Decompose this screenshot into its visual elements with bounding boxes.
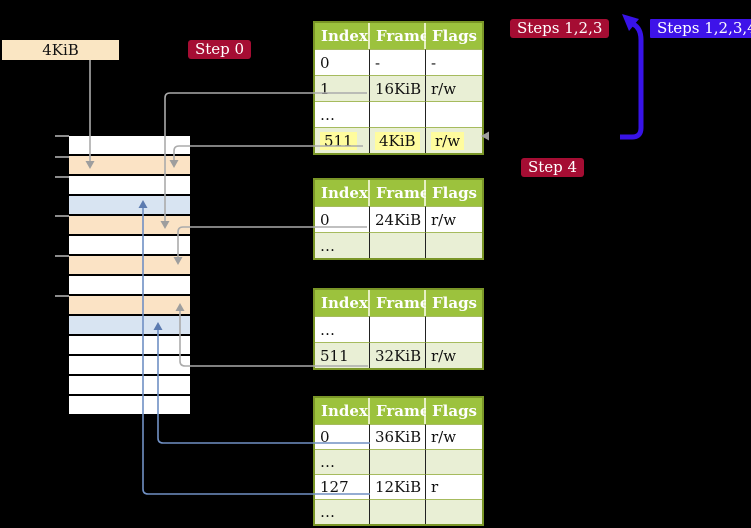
table-cell: 1 <box>315 75 370 101</box>
badge-steps-1-2-3-4: Steps 1,2,3,4 <box>650 19 751 38</box>
memory-row-4 <box>69 216 190 234</box>
memory-tick <box>55 215 69 217</box>
column-header: Flags <box>426 180 482 206</box>
memory-row-1 <box>69 156 190 174</box>
memory-row-11 <box>69 356 190 374</box>
table-cell: … <box>315 316 370 342</box>
memory-row-2 <box>69 176 190 194</box>
table-cell: 0 <box>315 49 370 75</box>
page-table-4-row-1: … <box>315 449 482 474</box>
memory-row-3 <box>69 196 190 214</box>
table-cell: … <box>315 101 370 127</box>
table-cell <box>370 499 426 524</box>
table-cell: - <box>426 49 482 75</box>
table-cell: 32KiB <box>370 342 426 368</box>
arrow-recursive-loop <box>620 21 644 140</box>
table-cell: r/w <box>426 206 482 232</box>
table-cell: … <box>315 232 370 258</box>
table-cell: 4KiB <box>370 127 426 153</box>
memory-tick <box>55 255 69 257</box>
table-cell: 36KiB <box>370 424 426 449</box>
memory-row-12 <box>69 376 190 394</box>
badge-step-0: Step 0 <box>188 40 252 59</box>
table-cell: r/w <box>426 424 482 449</box>
column-header: Frame <box>370 180 429 206</box>
column-header: Frame <box>370 290 429 316</box>
table-cell: 127 <box>315 474 370 499</box>
table-cell: 511 <box>315 127 370 153</box>
column-header: Index <box>315 290 370 316</box>
column-header: Flags <box>426 23 482 49</box>
column-header: Frame <box>370 398 429 424</box>
table-cell <box>370 449 426 474</box>
table-cell: 24KiB <box>370 206 426 232</box>
table-cell: - <box>370 49 426 75</box>
memory-row-6 <box>69 256 190 274</box>
page-table-2-row-1: … <box>315 232 482 258</box>
highlighted-value: 4KiB <box>375 131 420 150</box>
highlighted-value: r/w <box>431 131 465 150</box>
page-table-1-row-2: … <box>315 101 482 127</box>
table-cell: 0 <box>315 424 370 449</box>
memory-tick <box>55 156 69 158</box>
table-cell: 12KiB <box>370 474 426 499</box>
memory-row-8 <box>69 296 190 314</box>
table-cell <box>426 449 482 474</box>
table-cell <box>370 316 426 342</box>
column-header: Frame <box>370 23 429 49</box>
memory-row-9 <box>69 316 190 334</box>
page-table-3-row-0: … <box>315 316 482 342</box>
badge-step-4: Step 4 <box>521 158 585 177</box>
table-cell: r/w <box>426 127 482 153</box>
physical-memory-column <box>69 136 190 416</box>
memory-tick <box>55 135 69 137</box>
table-cell: r/w <box>426 342 482 368</box>
table-cell: 511 <box>315 342 370 368</box>
table-cell: … <box>315 449 370 474</box>
highlighted-value: 511 <box>320 131 357 150</box>
memory-tick <box>55 176 69 178</box>
page-table-1-row-3: 511 4KiB r/w <box>315 127 482 153</box>
table-cell: 16KiB <box>370 75 426 101</box>
table-cell <box>370 232 426 258</box>
page-table-4-row-3: … <box>315 499 482 524</box>
memory-row-0 <box>69 136 190 154</box>
table-cell <box>426 232 482 258</box>
column-header: Index <box>315 398 370 424</box>
page-table-1-row-0: 0-- <box>315 49 482 75</box>
memory-row-7 <box>69 276 190 294</box>
table-cell <box>370 101 426 127</box>
memory-row-13 <box>69 396 190 414</box>
column-header: Flags <box>426 290 482 316</box>
table-cell <box>426 499 482 524</box>
table-cell <box>426 101 482 127</box>
table-cell: 0 <box>315 206 370 232</box>
frame-address-label: 4KiB <box>2 40 119 60</box>
column-header: Flags <box>426 398 482 424</box>
badge-steps-1-2-3: Steps 1,2,3 <box>510 19 610 38</box>
arrowhead-up-left-icon <box>622 14 639 31</box>
memory-tick <box>55 295 69 297</box>
memory-row-10 <box>69 336 190 354</box>
column-header: Index <box>315 180 370 206</box>
table-cell: … <box>315 499 370 524</box>
table-cell: r/w <box>426 75 482 101</box>
memory-row-5 <box>69 236 190 254</box>
table-cell: r <box>426 474 482 499</box>
table-cell <box>426 316 482 342</box>
column-header: Index <box>315 23 370 49</box>
